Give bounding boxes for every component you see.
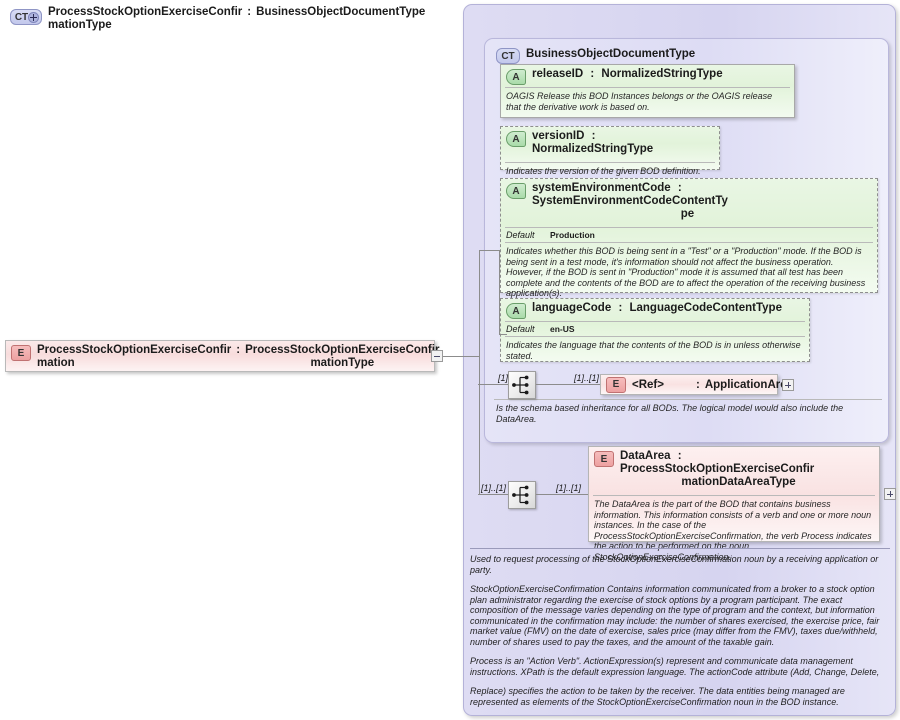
element-icon: E [606,376,626,393]
attribute-versionID-name: versionID [532,130,585,142]
complex-type-expand-icon[interactable]: CT [10,9,42,25]
attribute-systemEnvironmentCode-type-line1: SystemEnvironmentCodeContentTy [532,195,728,207]
element-icon: E [11,345,31,361]
attribute-systemEnvironmentCode-type-line2: pe [680,208,695,220]
dataarea-expand-button[interactable] [884,488,896,500]
attribute-languageCode-colon: : [618,302,623,314]
default-value: Production [550,230,595,240]
dataarea-type-line2: mationDataAreaType [681,476,796,488]
attribute-languageCode-default-row: Default en-US [501,322,809,336]
ct-inner-title: BusinessObjectDocumentType [526,48,696,60]
ct-outer-colon: : [247,6,252,18]
annotation-paragraph-2: StockOptionExerciseConfirmation Contains… [470,584,880,647]
root-element-collapse-button[interactable] [431,350,443,362]
applicationarea-ref-colon: : [696,378,700,391]
attribute-icon: A [506,131,526,147]
attribute-icon: A [506,183,526,199]
dataarea-description: The DataArea is the part of the BOD that… [594,499,872,562]
attribute-versionID-type: NormalizedStringType [532,143,654,155]
attribute-icon: A [506,69,526,85]
annotation-paragraph-4: Replace) specifies the action to be take… [470,686,845,707]
dataarea-type-line1: ProcessStockOptionExerciseConfir [620,463,815,475]
annotation-paragraph-3: Process is an "Action Verb". ActionExpre… [470,656,880,677]
applicationarea-ref-type: ApplicationArea [704,378,794,391]
applicationarea-ref-name: <Ref> [632,378,664,391]
annotation-paragraph-1: Used to request processing of the StockO… [470,554,879,575]
attribute-systemEnvironmentCode-name: systemEnvironmentCode [532,182,671,194]
element-dataarea[interactable]: E DataArea : ProcessStockOptionExerciseC… [588,446,880,562]
dataarea-cardinality-right: [1]..[1] [556,483,582,493]
annotation-separator [470,548,890,549]
sequence-compositor-icon-applicationarea[interactable] [508,371,536,399]
default-label: Default [506,230,535,240]
element-icon: E [594,451,614,467]
attribute-versionID-colon: : [591,130,596,142]
default-value: en-US [550,324,575,334]
ct-inner-footer-note: Is the schema based inheritance for all … [496,403,844,424]
dataarea-cardinality-left: [1]..[1] [481,483,507,493]
sequence-compositor-icon-dataarea[interactable] [508,481,536,509]
element-ref-applicationarea[interactable]: E <Ref> : ApplicationArea [600,374,793,395]
attribute-systemEnvironmentCode[interactable]: A systemEnvironmentCode : SystemEnvironm… [500,178,878,298]
attribute-releaseID-description: OAGIS Release this BOD Instances belongs… [506,91,773,112]
attribute-systemEnvironmentCode-colon: : [677,182,682,194]
ct-outer-type: BusinessObjectDocumentType [256,6,426,18]
root-element-colon: : [236,344,241,356]
annotation-panel: Used to request processing of the StockO… [470,548,890,707]
attribute-releaseID-type: NormalizedStringType [601,68,723,80]
complex-type-icon: CT [496,48,520,64]
applicationarea-expand-button[interactable] [782,379,794,391]
attribute-versionID[interactable]: A versionID : NormalizedStringType Indic… [500,126,720,176]
default-label: Default [506,324,535,334]
attribute-releaseID[interactable]: A releaseID : NormalizedStringType OAGIS… [500,64,795,118]
attribute-languageCode-type: LanguageCodeContentType [629,302,782,314]
dataarea-colon: : [677,450,682,462]
attribute-languageCode-name: languageCode [532,302,612,314]
attribute-versionID-description: Indicates the version of the given BOD d… [506,166,701,176]
attribute-languageCode[interactable]: A languageCode : LanguageCodeContentType… [500,298,810,362]
dataarea-name: DataArea [620,450,671,462]
attribute-icon: A [506,303,526,319]
attribute-releaseID-colon: : [590,68,595,80]
attribute-languageCode-description: Indicates the language that the contents… [506,340,801,361]
applicationarea-cardinality-right: [1]..[1] [574,373,600,383]
attribute-systemEnvironmentCode-default-row: Default Production [501,228,877,242]
attribute-releaseID-name: releaseID [532,68,584,80]
attribute-systemEnvironmentCode-description: Indicates whether this BOD is being sent… [506,246,866,298]
